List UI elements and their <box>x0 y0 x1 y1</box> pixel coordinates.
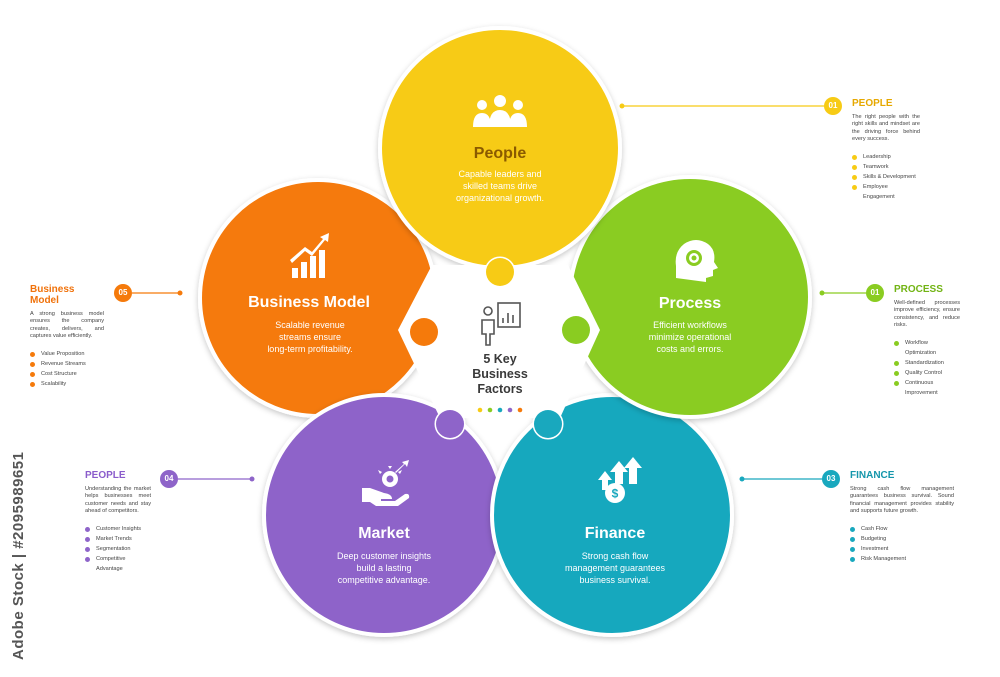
list-item: Standardization <box>894 358 960 368</box>
finance-piece <box>490 393 734 637</box>
list-item: Scalability <box>30 379 104 389</box>
list-item: Skills & Development <box>852 172 920 182</box>
list-item: Cash Flow <box>850 524 954 534</box>
market-title: Market <box>358 525 410 542</box>
market-panel-title: PEOPLE <box>85 470 126 481</box>
finance-desc-3: business survival. <box>579 575 650 585</box>
list-item: Employee Engagement <box>852 182 920 202</box>
market-desc-3: competitive advantage. <box>338 575 431 585</box>
list-item: Segmentation <box>85 544 151 554</box>
finance-desc-2: management guarantees <box>565 563 666 573</box>
process-number-badge: 01 <box>866 284 884 302</box>
list-item: Continuous Improvement <box>894 378 960 398</box>
people-panel-desc: The right people with the right skills a… <box>852 114 920 143</box>
dollar-growth-icon: $ <box>598 457 642 503</box>
list-item: Budgeting <box>850 534 954 544</box>
center-title-line1: 5 Key <box>483 352 516 366</box>
gear-head-icon <box>675 240 718 282</box>
people-info-panel: PEOPLE The right people with the right s… <box>852 98 920 202</box>
list-item: Investment <box>850 544 954 554</box>
process-info-panel: PROCESS Well-defined processes improve e… <box>894 284 960 398</box>
team-icon <box>473 95 527 127</box>
business-model-panel-desc: A strong business model ensures the comp… <box>30 311 104 340</box>
business-model-desc-2: streams ensure <box>279 332 341 342</box>
list-item: Customer Insights <box>85 524 151 534</box>
process-panel-title: PROCESS <box>894 284 943 295</box>
people-panel-title: PEOPLE <box>852 98 893 109</box>
list-item: Teamwork <box>852 162 920 172</box>
list-item: Cost Structure <box>30 369 104 379</box>
process-panel-list: Workflow Optimization Standardization Qu… <box>894 338 960 398</box>
market-panel-list: Customer Insights Market Trends Segmenta… <box>85 524 151 574</box>
business-model-info-panel: Business Model A strong business model e… <box>30 284 104 389</box>
process-desc-2: minimize operational <box>649 332 732 342</box>
center-title-line2: Business <box>472 367 528 381</box>
people-number-badge: 01 <box>824 97 842 115</box>
business-model-panel-list: Value Proposition Revenue Streams Cost S… <box>30 349 104 389</box>
list-item: Revenue Streams <box>30 359 104 369</box>
list-item: Workflow Optimization <box>894 338 960 358</box>
process-panel-desc: Well-defined processes improve efficienc… <box>894 300 960 329</box>
finance-panel-desc: Strong cash flow management guarantees b… <box>850 486 954 515</box>
svg-text:$: $ <box>612 487 619 501</box>
center-title-line3: Factors <box>477 382 522 396</box>
market-piece <box>262 393 506 637</box>
business-model-desc-3: long-term profitability. <box>267 344 352 354</box>
list-item: Risk Management <box>850 554 954 564</box>
business-model-title: Business Model <box>248 294 370 311</box>
list-item: Value Proposition <box>30 349 104 359</box>
side-watermark: Adobe Stock | #2095989651 <box>10 451 27 660</box>
hand-gear-icon <box>362 460 410 506</box>
finance-number-badge: 03 <box>822 470 840 488</box>
growth-chart-icon <box>290 233 329 278</box>
business-model-panel-title: Business Model <box>30 284 75 306</box>
process-desc-3: costs and errors. <box>656 344 723 354</box>
finance-panel-list: Cash Flow Budgeting Investment Risk Mana… <box>850 524 954 564</box>
process-title: Process <box>659 295 721 312</box>
list-item: Market Trends <box>85 534 151 544</box>
center-panel <box>398 265 600 418</box>
connector-lines <box>132 103 870 482</box>
people-desc-3: organizational growth. <box>456 193 544 203</box>
finance-desc-1: Strong cash flow <box>582 551 649 561</box>
list-item: Quality Control <box>894 368 960 378</box>
market-number-badge: 04 <box>160 470 178 488</box>
business-model-number-badge: 05 <box>114 284 132 302</box>
business-model-desc-1: Scalable revenue <box>275 320 345 330</box>
finance-title: Finance <box>585 525 646 542</box>
market-desc-1: Deep customer insights <box>337 551 432 561</box>
market-info-panel: PEOPLE Understanding the market helps bu… <box>85 470 151 574</box>
market-desc-2: build a lasting <box>356 563 411 573</box>
list-item: Leadership <box>852 152 920 162</box>
people-desc-2: skilled teams drive <box>463 181 537 191</box>
market-panel-desc: Understanding the market helps businesse… <box>85 486 151 515</box>
people-title: People <box>474 145 527 162</box>
color-dots <box>477 407 523 413</box>
finance-panel-title: FINANCE <box>850 470 895 481</box>
presentation-board-icon <box>481 302 521 346</box>
people-panel-list: Leadership Teamwork Skills & Development… <box>852 152 920 202</box>
list-item: Competitive Advantage <box>85 554 151 574</box>
people-desc-1: Capable leaders and <box>458 169 541 179</box>
finance-info-panel: FINANCE Strong cash flow management guar… <box>850 470 954 564</box>
process-desc-1: Efficient workflows <box>653 320 727 330</box>
